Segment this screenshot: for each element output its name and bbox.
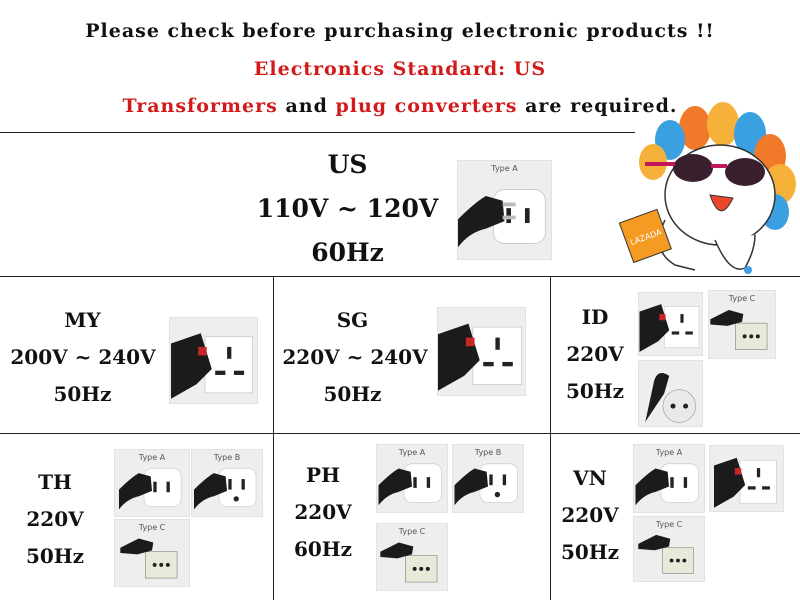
vn-type-c-plug-image: Type C bbox=[633, 516, 705, 582]
ph-type-c-plug-image: Type C bbox=[376, 523, 448, 591]
ph-frequency: 60Hz bbox=[293, 537, 353, 561]
type-c-plug-icon bbox=[120, 538, 178, 579]
lazada-mascot-illustration: LAZADA bbox=[618, 102, 796, 274]
th-voltage: 220V bbox=[26, 507, 84, 531]
us-voltage: 110V ~ 120V bbox=[256, 194, 439, 223]
th-frequency: 50Hz bbox=[25, 544, 85, 568]
plug-caption: Type C bbox=[728, 294, 756, 303]
plug-caption: Type B bbox=[213, 453, 241, 462]
type-g-plug-icon bbox=[438, 323, 522, 391]
us-plug-caption: Type A bbox=[491, 164, 518, 173]
type-c-plug-icon bbox=[380, 542, 438, 583]
id-type-c-plug-image: Type C bbox=[708, 290, 776, 359]
plug-caption: Type A bbox=[398, 448, 426, 457]
type-g-plug-icon bbox=[639, 304, 700, 352]
type-a-plug-icon bbox=[119, 468, 182, 510]
transformers-text: Transformers bbox=[122, 95, 278, 117]
vn-voltage: 220V bbox=[561, 503, 619, 527]
plug-caption: Type C bbox=[138, 523, 166, 532]
type-a-plug-icon bbox=[458, 189, 546, 248]
required-text: are required. bbox=[517, 95, 678, 117]
id-type-f-plug-image bbox=[638, 360, 703, 427]
divider-top bbox=[0, 132, 635, 133]
type-b-plug-icon bbox=[454, 463, 518, 506]
id-type-g-plug-image bbox=[638, 292, 703, 356]
sg-voltage: 220V ~ 240V bbox=[282, 345, 428, 369]
my-country: MY bbox=[64, 308, 101, 332]
type-a-plug-icon bbox=[378, 463, 442, 506]
header-requirement: Transformers and plug converters are req… bbox=[0, 95, 800, 117]
vn-country: VN bbox=[573, 466, 607, 490]
vn-frequency: 50Hz bbox=[560, 540, 620, 564]
plug-caption: Type C bbox=[655, 520, 683, 529]
divider-row-1 bbox=[0, 276, 800, 277]
header-line-1: Please check before purchasing electroni… bbox=[85, 20, 715, 42]
type-c-plug-icon bbox=[638, 534, 694, 574]
type-g-plug-icon bbox=[171, 333, 254, 399]
type-g-plug-icon bbox=[714, 457, 777, 508]
plug-converters-text: plug converters bbox=[335, 95, 518, 117]
ph-country: PH bbox=[306, 463, 340, 487]
ph-type-a-plug-image: Type A bbox=[376, 444, 448, 513]
us-country: US bbox=[327, 150, 368, 179]
type-b-plug-icon bbox=[194, 468, 257, 510]
ph-voltage: 220V bbox=[294, 500, 352, 524]
divider-col-2 bbox=[550, 276, 551, 600]
sg-country: SG bbox=[336, 308, 369, 332]
th-country: TH bbox=[38, 470, 72, 494]
mascot-tassel bbox=[744, 266, 752, 274]
type-f-plug-icon bbox=[645, 373, 697, 423]
divider-row-2 bbox=[0, 433, 800, 434]
lazada-bag: LAZADA bbox=[618, 208, 672, 264]
sg-type-g-plug-image bbox=[437, 307, 526, 396]
id-country: ID bbox=[581, 305, 609, 329]
th-type-a-plug-image: Type A bbox=[114, 449, 190, 517]
id-voltage: 220V bbox=[566, 342, 624, 366]
vn-type-a-plug-image: Type A bbox=[633, 444, 705, 513]
vn-type-g-plug-image bbox=[709, 445, 784, 512]
my-type-g-plug-image bbox=[169, 317, 258, 404]
id-frequency: 50Hz bbox=[565, 379, 625, 403]
ph-type-b-plug-image: Type B bbox=[452, 444, 524, 513]
mascot-sunglasses bbox=[645, 154, 765, 186]
plug-caption: Type A bbox=[138, 453, 166, 462]
mascot-leg bbox=[714, 234, 756, 270]
divider-col-1 bbox=[273, 276, 274, 600]
plug-caption: Type C bbox=[398, 527, 426, 536]
sg-frequency: 50Hz bbox=[323, 382, 382, 406]
plug-caption: Type B bbox=[474, 448, 502, 457]
plug-caption: Type A bbox=[655, 448, 683, 457]
and-text: and bbox=[277, 95, 336, 117]
us-type-a-plug-image: Type A bbox=[457, 160, 552, 260]
my-frequency: 50Hz bbox=[53, 382, 112, 406]
us-frequency: 60Hz bbox=[311, 238, 384, 267]
type-a-plug-icon bbox=[635, 463, 699, 506]
type-c-plug-icon bbox=[710, 309, 768, 350]
mascot-mouth bbox=[709, 194, 734, 212]
header-standard: Electronics Standard: US bbox=[253, 58, 547, 80]
th-type-b-plug-image: Type B bbox=[191, 449, 263, 517]
mascot-hair bbox=[639, 102, 796, 230]
my-voltage: 200V ~ 240V bbox=[10, 345, 156, 369]
th-type-c-plug-image: Type C bbox=[114, 519, 190, 587]
